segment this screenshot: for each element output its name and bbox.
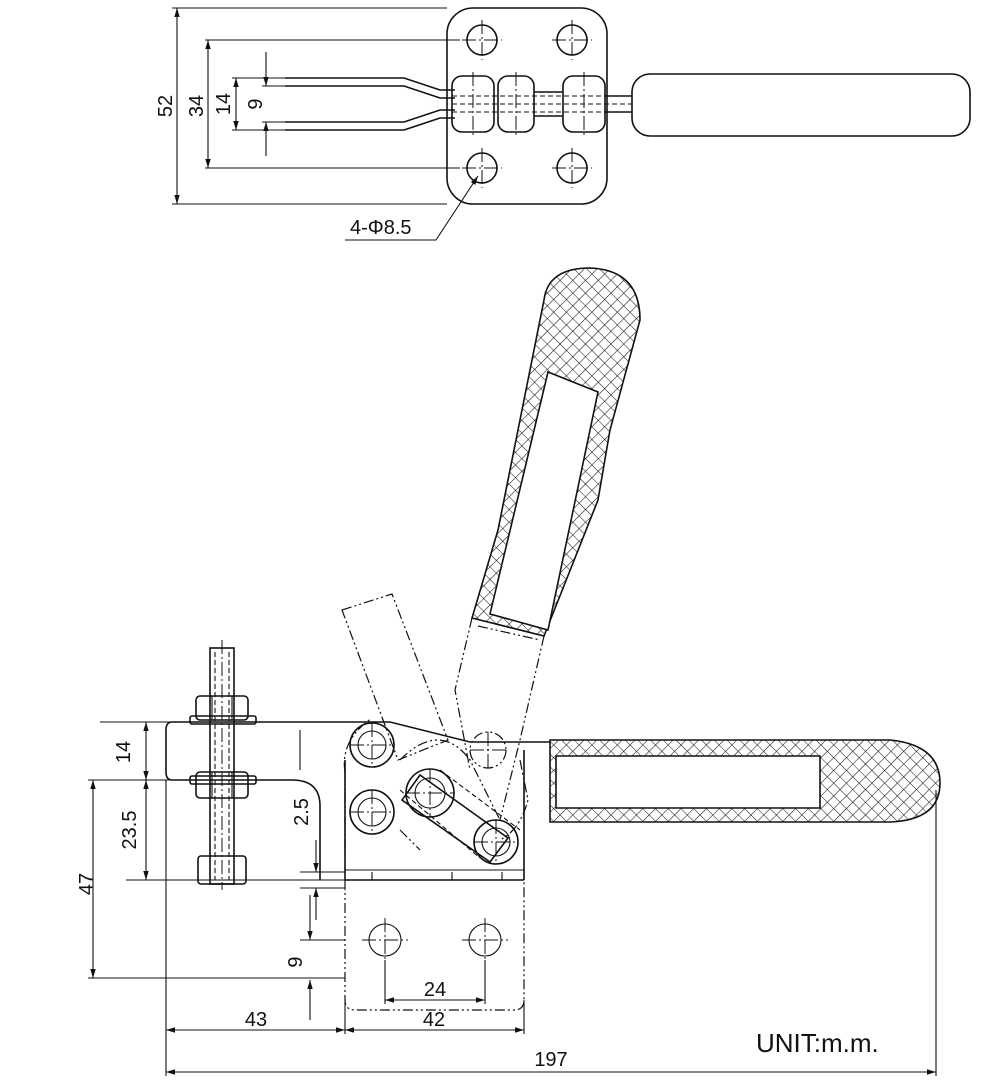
dim-hole-callout: 4-Φ8.5: [350, 217, 412, 239]
dim-24: 24: [424, 979, 446, 1001]
dim-14-side: 14: [113, 741, 135, 763]
unit-label: UNIT:m.m.: [756, 1028, 879, 1058]
dim-52: 52: [155, 95, 177, 117]
dim-43: 43: [245, 1009, 267, 1031]
upright-handle: [470, 267, 641, 637]
dim-9-top: 9: [245, 98, 267, 109]
top-arm-upper: [285, 77, 455, 99]
phantom-arm: [341, 593, 449, 761]
dim-34: 34: [186, 95, 208, 117]
dim-2-5: 2.5: [291, 798, 313, 826]
dim-14-top: 14: [213, 93, 235, 115]
dim-23-5: 23.5: [119, 811, 141, 850]
horizontal-handle: [549, 739, 941, 823]
base-holes: [362, 918, 508, 962]
top-view: [172, 7, 971, 241]
dim-42: 42: [423, 1009, 445, 1031]
top-arm-lower: [285, 109, 455, 131]
dim-197: 197: [534, 1049, 567, 1071]
dim-47: 47: [76, 873, 98, 895]
spindle: [189, 640, 257, 890]
linkage: [343, 717, 529, 865]
jaw-arm: [172, 721, 550, 880]
upright-shank: [454, 617, 545, 821]
side-view: [88, 267, 941, 1076]
top-base-plate: [446, 7, 608, 205]
top-mounting-holes: [462, 20, 592, 188]
dim-9-side: 9: [285, 956, 307, 967]
top-handle: [631, 73, 971, 137]
top-linkage: [451, 72, 632, 136]
